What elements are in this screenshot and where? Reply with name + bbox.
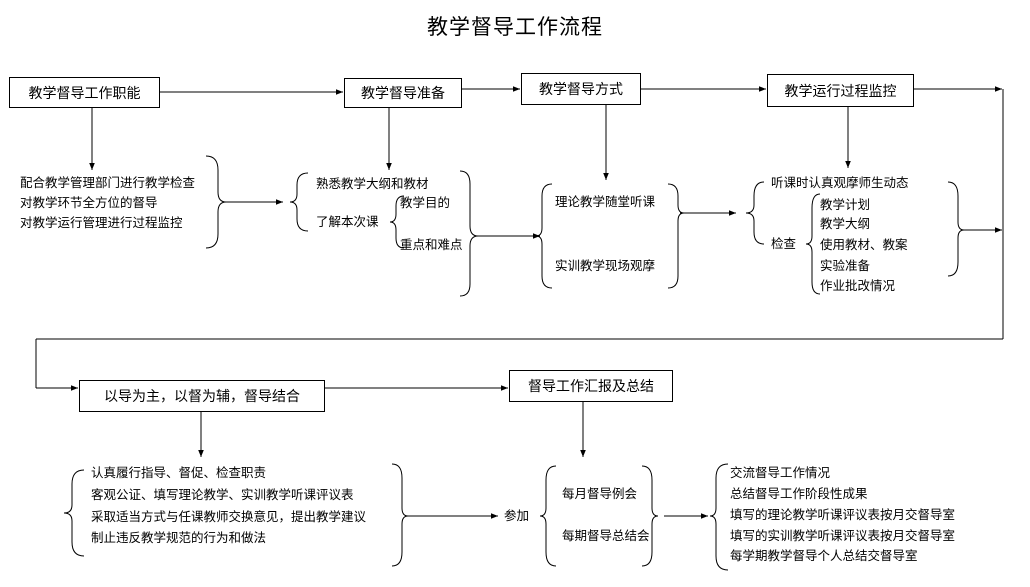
brace-prep-left — [289, 172, 309, 232]
report-item: 填写的实训教学听课评议表按月交督导室 — [730, 528, 956, 543]
report-item: 交流督导工作情况 — [730, 465, 831, 480]
brace-report-items — [709, 463, 729, 571]
principle-item: 制止违反教学规范的行为和做法 — [91, 530, 267, 545]
report-item: 填写的理论教学听课评议表按月交督导室 — [730, 507, 956, 522]
functions-item: 配合教学管理部门进行教学检查 — [20, 175, 196, 190]
brace-principle-right — [391, 463, 409, 567]
prep-understand-lesson: 了解本次课 — [316, 214, 379, 229]
monitor-listen: 听课时认真观摩师生动态 — [771, 175, 909, 190]
brace-monitor-left — [745, 181, 765, 245]
prep-teaching-goal: 教学目的 — [400, 195, 451, 210]
brace-meetings-left — [539, 465, 557, 567]
monitor-check: 检查 — [771, 236, 797, 251]
report-item: 每学期教学督导个人总结交督导室 — [730, 548, 918, 563]
functions-item: 对教学运行管理进行过程监控 — [20, 215, 183, 230]
box-supervision-preparation: 教学督导准备 — [344, 78, 462, 108]
report-item: 总结督导工作阶段性成果 — [730, 486, 868, 501]
functions-item: 对教学环节全方位的督导 — [20, 195, 158, 210]
method-practice-observation: 实训教学现场观摩 — [555, 258, 656, 273]
prep-key-points: 重点和难点 — [400, 237, 463, 252]
brace-check-items — [805, 193, 821, 295]
method-theory-class: 理论教学随堂听课 — [555, 194, 656, 209]
brace-methods-right — [667, 183, 685, 289]
check-item: 实验准备 — [820, 258, 871, 273]
brace-principle-left — [63, 469, 85, 557]
brace-methods-left — [535, 183, 553, 289]
box-guidance-principle: 以导为主，以督为辅，督导结合 — [79, 380, 325, 412]
page-title: 教学督导工作流程 — [427, 15, 603, 39]
brace-monitor-right — [947, 181, 965, 277]
prep-familiarize: 熟悉教学大纲和教材 — [316, 176, 429, 191]
meeting-monthly: 每月督导例会 — [562, 486, 638, 501]
check-item: 使用教材、教案 — [820, 237, 908, 252]
participate-label: 参加 — [504, 508, 530, 523]
box-supervision-methods: 教学督导方式 — [521, 73, 641, 105]
principle-item: 采取适当方式与任课教师交换意见，提出教学建议 — [91, 509, 367, 524]
principle-item: 认真履行指导、督促、检查职责 — [91, 465, 267, 480]
meeting-term-summary: 每期督导总结会 — [562, 528, 650, 543]
check-item: 作业批改情况 — [820, 278, 896, 293]
principle-item: 客观公证、填写理论教学、实训教学听课评议表 — [91, 487, 354, 502]
check-item: 教学计划 — [820, 197, 871, 212]
check-item: 教学大纲 — [820, 216, 871, 231]
brace-prep-detail — [389, 195, 405, 249]
box-report-summary: 督导工作汇报及总结 — [509, 370, 673, 402]
brace-meetings-right — [641, 465, 659, 567]
brace-prep-right — [459, 170, 479, 297]
box-process-monitoring: 教学运行过程监控 — [767, 74, 914, 107]
brace-functions — [205, 155, 227, 249]
box-supervision-functions: 教学督导工作职能 — [9, 77, 160, 108]
